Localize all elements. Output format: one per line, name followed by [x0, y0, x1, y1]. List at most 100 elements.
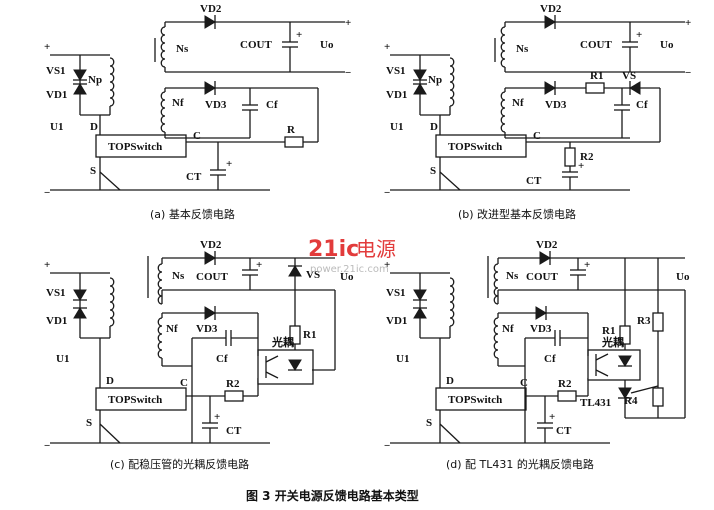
secondary-winding [500, 26, 506, 68]
diode-vd1 [413, 83, 427, 95]
vs1-label: VS1 [46, 65, 66, 77]
diode-vd1 [73, 83, 87, 95]
minus-terminal: − [384, 440, 390, 452]
cout-plus: + [296, 29, 302, 41]
vd2-label: VD2 [200, 239, 222, 251]
topswitch-label: TOPSwitch [448, 141, 502, 153]
feedback-winding [160, 91, 166, 133]
caption-d: (d) 配 TL431 的光耦反馈电路 [446, 457, 594, 471]
cf-label: Cf [216, 353, 228, 365]
out-plus: + [345, 17, 351, 29]
vd2-label: VD2 [536, 239, 558, 251]
resistor-r3 [652, 312, 664, 332]
d-pin-label: D [446, 375, 454, 387]
resistor-r2 [224, 390, 244, 402]
ns-label: Ns [176, 43, 189, 55]
opto-led [288, 359, 302, 371]
d-pin-label: D [106, 375, 114, 387]
minus-terminal: − [384, 187, 390, 199]
uo-label: Uo [320, 39, 334, 51]
ct-plus: + [214, 411, 220, 423]
zener-vs [629, 81, 641, 95]
r1-label: R1 [303, 329, 316, 341]
ct-label: CT [556, 425, 572, 437]
d-pin-label: D [90, 121, 98, 133]
plus-terminal: + [384, 259, 390, 271]
vd3-label: VD3 [196, 323, 218, 335]
np-label: Np [428, 74, 442, 86]
opto-label: 光耦 [271, 335, 294, 349]
topswitch-label: TOPSwitch [448, 394, 502, 406]
resistor-r [284, 136, 304, 148]
u1-label: U1 [56, 353, 69, 365]
cout-label: COUT [196, 271, 228, 283]
diode-vd2 [204, 15, 216, 29]
c-pin-label: C [193, 130, 201, 142]
vs-label: VS [306, 269, 320, 281]
uo-label: Uo [660, 39, 674, 51]
optocoupler [257, 349, 314, 385]
diode-vd2 [539, 251, 551, 265]
zener-vs1 [413, 69, 427, 81]
ns-label: Ns [506, 270, 519, 282]
vs1-label: VS1 [386, 65, 406, 77]
optocoupler [587, 349, 641, 381]
cout-plus: + [256, 259, 262, 271]
nf-label: Nf [512, 97, 524, 109]
r1-label: R1 [602, 325, 615, 337]
caption-a: (a) 基本反馈电路 [150, 207, 235, 221]
resistor-r1 [585, 82, 605, 94]
panel-d: + − VS1 VD1 D U1 TOPSwitch C S R2 CT + [384, 239, 690, 471]
ct-plus: + [226, 158, 232, 170]
r2-label: R2 [580, 151, 594, 163]
zener-vs [288, 265, 302, 277]
caption-b: (b) 改进型基本反馈电路 [458, 207, 576, 221]
s-pin-label: S [86, 417, 92, 429]
cout-label: COUT [580, 39, 612, 51]
ct-plus: + [578, 160, 584, 172]
diode-vd3 [204, 81, 216, 95]
cout-plus: + [584, 259, 590, 271]
out-minus: − [345, 67, 351, 79]
ns-label: Ns [516, 43, 529, 55]
watermark-url: power.21ic.com [310, 264, 389, 275]
s-pin-label: S [430, 165, 436, 177]
feedback-winding [500, 91, 506, 133]
diode-vd3 [204, 306, 216, 320]
zener-vs1 [73, 69, 87, 81]
vd1-label: VD1 [386, 315, 407, 327]
plus-terminal: + [384, 41, 390, 53]
minus-terminal: − [44, 187, 50, 199]
cf-label: Cf [636, 99, 648, 111]
vd3-label: VD3 [545, 99, 567, 111]
uo-label: Uo [676, 271, 690, 283]
u1-label: U1 [50, 121, 63, 133]
d-pin-label: D [430, 121, 438, 133]
vs1-label: VS1 [386, 287, 406, 299]
cf-label: Cf [544, 353, 556, 365]
tl431-label: TL431 [580, 397, 611, 409]
resistor-r2 [564, 147, 576, 167]
minus-terminal: − [44, 440, 50, 452]
topswitch-label: TOPSwitch [108, 394, 162, 406]
topswitch-chip [95, 387, 187, 411]
watermark: 21ic 电源 power.21ic.com [308, 237, 396, 275]
vd3-label: VD3 [530, 323, 552, 335]
watermark-name: 电源 [356, 237, 396, 261]
r-label: R [287, 124, 296, 136]
r2-label: R2 [226, 378, 240, 390]
ct-label: CT [186, 171, 202, 183]
primary-winding [449, 57, 455, 107]
c-pin-label: C [533, 130, 541, 142]
vd1-label: VD1 [386, 89, 407, 101]
uo-label: Uo [340, 271, 354, 283]
panel-a: + − VS1 VD1 Np D U1 TOPSwitch C S R [44, 3, 351, 221]
watermark-logo: 21ic [308, 237, 359, 262]
zener-vs1 [73, 289, 87, 301]
vd1-label: VD1 [46, 315, 67, 327]
panel-c: + − VS1 VD1 D U1 TOPSwitch C S R2 CT + [44, 239, 354, 471]
plus-terminal: + [44, 259, 50, 271]
c-pin-label: C [180, 377, 188, 389]
np-label: Np [88, 74, 102, 86]
